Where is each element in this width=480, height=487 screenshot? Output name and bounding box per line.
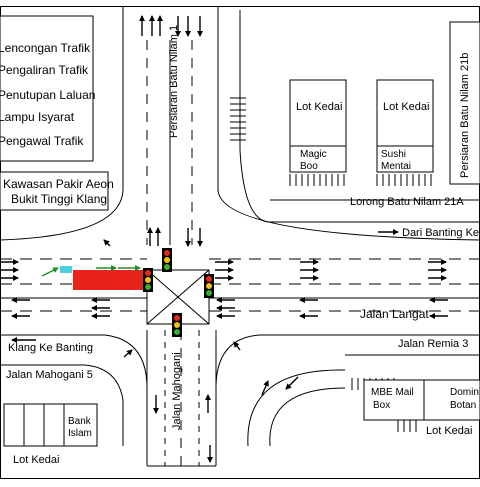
dominos-line2: Botan bbox=[450, 400, 476, 411]
traffic-light-east bbox=[204, 274, 214, 298]
road-closure bbox=[73, 270, 144, 290]
sushi-mentai-line2: Mentai bbox=[381, 161, 411, 172]
mbe-mail-box-line2: Box bbox=[373, 400, 390, 411]
bank-islam-line2: Islam bbox=[68, 428, 92, 439]
magic-boo-line1: Magic bbox=[300, 149, 327, 160]
buildings-north-east bbox=[289, 21, 480, 185]
lot-kedai-2-label: Lot Kedai bbox=[383, 101, 429, 113]
diversion-arrows bbox=[41, 265, 141, 277]
road-edges bbox=[0, 7, 480, 467]
legend-item-closure: Penutupan Laluan bbox=[0, 88, 95, 102]
parking-area-label-line1: Kawasan Pakir Aeon bbox=[3, 177, 114, 191]
traffic-light-south bbox=[172, 313, 182, 337]
dari-banting-label: Dari Banting Ke bbox=[402, 227, 479, 239]
buildings-south-west bbox=[3, 403, 98, 447]
bank-islam-line1: Bank bbox=[68, 416, 92, 427]
legend-item-controller: Pengawal Trafik bbox=[0, 134, 84, 148]
lot-kedai-1-label: Lot Kedai bbox=[296, 101, 342, 113]
sushi-mentai-line1: Sushi bbox=[381, 149, 406, 160]
mbe-mail-box-line1: MBE Mail bbox=[371, 387, 414, 398]
buildings-south-east bbox=[363, 379, 480, 421]
klang-ke-banting-label: Klang Ke Banting bbox=[8, 342, 93, 354]
jalan-mahogani-5-label: Jalan Mahogani 5 bbox=[6, 369, 93, 381]
jalan-langat-label: Jalan Langat bbox=[360, 307, 429, 321]
persiaran-batu-nilam-1-label: Persiaran Batu Nilam 1 bbox=[168, 25, 180, 138]
traffic-light-west bbox=[143, 268, 153, 292]
lot-kedai-south-east-label: Lot Kedai bbox=[426, 425, 472, 437]
legend-item-signal: Lampu Isyarat bbox=[0, 110, 75, 124]
jalan-remia-3-label: Jalan Remia 3 bbox=[398, 338, 468, 350]
lorong-batu-nilam-21a-label: Lorong Batu Nilam 21A bbox=[350, 196, 464, 208]
jalan-mahogani-label: Jalan Mahogani bbox=[171, 352, 183, 430]
legend-item-flow: Pengaliran Trafik bbox=[0, 63, 89, 77]
parking-area-label-line2: Bukit Tinggi Klang bbox=[11, 192, 107, 206]
persiaran-batu-nilam-21b-label: Persiaran Batu Nilam 21b bbox=[459, 53, 471, 178]
legend-item-diversion: Lencongan Trafik bbox=[0, 41, 91, 55]
magic-boo-line2: Boo bbox=[300, 161, 318, 172]
dominos-line1: Domin bbox=[450, 387, 479, 398]
legend-box bbox=[0, 15, 94, 162]
lot-kedai-south-west-label: Lot Kedai bbox=[13, 454, 59, 466]
traffic-arrows bbox=[0, 15, 448, 463]
parking-area-box bbox=[0, 171, 109, 211]
traffic-light-north bbox=[162, 248, 172, 272]
traffic-controller-icon bbox=[60, 266, 72, 273]
